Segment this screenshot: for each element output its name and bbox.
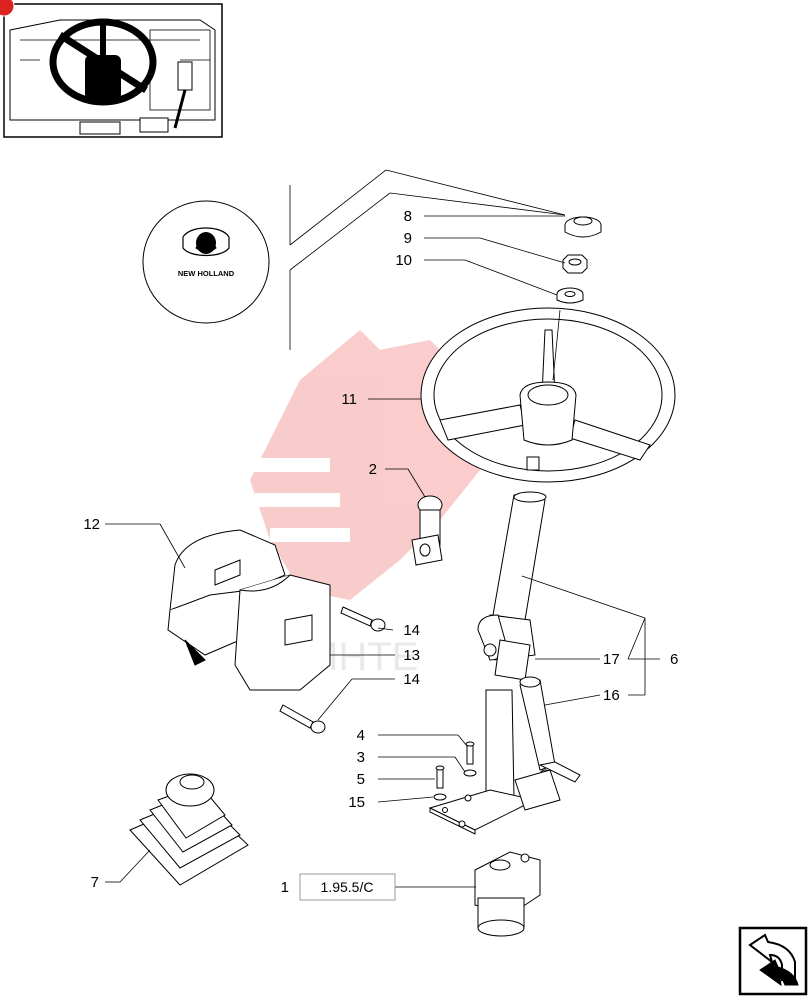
- new-holland-badge: NEW HOLLAND: [142, 200, 270, 324]
- callout-14-upper: 14: [403, 622, 420, 639]
- part-7-rubber-boot[interactable]: [129, 773, 249, 886]
- leader-lines: [105, 215, 660, 888]
- part-15-washer[interactable]: [433, 793, 447, 801]
- callout-7: 7: [91, 874, 99, 891]
- callouts: 8 9 10 11 2 12 14 13 14 4 3 5 15 7 1 17 …: [83, 208, 678, 896]
- callout-11: 11: [341, 391, 357, 408]
- part-4-screw[interactable]: [465, 741, 475, 765]
- callout-16: 16: [603, 687, 620, 704]
- callout-17: 17: [603, 651, 620, 668]
- part-3-washer[interactable]: [463, 769, 477, 777]
- part-13-lower-shroud[interactable]: [234, 574, 331, 691]
- callout-8: 8: [404, 208, 412, 225]
- callout-10: 10: [395, 252, 412, 269]
- callout-2: 2: [369, 461, 377, 478]
- part-9-nut[interactable]: [562, 254, 588, 274]
- reference-link-text[interactable]: 1.95.5/C: [321, 879, 374, 895]
- part-14-bolt-upper[interactable]: [340, 606, 386, 632]
- part-14-bolt-lower[interactable]: [279, 704, 326, 734]
- callout-15: 15: [348, 794, 365, 811]
- part-8-center-cap[interactable]: [564, 216, 602, 238]
- logo-text: NEW HOLLAND: [178, 269, 235, 278]
- callout-13: 13: [403, 647, 420, 664]
- separator-lines: [289, 169, 566, 350]
- return-arrow-icon[interactable]: [738, 926, 808, 996]
- part-10-washer[interactable]: [556, 287, 584, 304]
- callout-5: 5: [357, 771, 365, 788]
- callout-12: 12: [83, 516, 100, 533]
- part-5-screw[interactable]: [435, 765, 445, 789]
- callout-9: 9: [404, 230, 412, 247]
- callout-4: 4: [357, 727, 365, 744]
- callout-6: 6: [670, 651, 678, 668]
- part-1-steering-valve[interactable]: [474, 851, 541, 937]
- column-base-plate[interactable]: [428, 769, 561, 835]
- part-11-steering-wheel[interactable]: [420, 307, 676, 483]
- reference-link-box[interactable]: 1.95.5/C: [299, 873, 396, 901]
- tractor-cab-steering-wheel-thumbnail[interactable]: [0, 0, 223, 138]
- callout-1: 1: [281, 879, 289, 896]
- callout-3: 3: [357, 749, 365, 766]
- part-17-steering-column[interactable]: [477, 456, 547, 806]
- callout-14-lower: 14: [403, 671, 420, 688]
- part-2-lever-knob[interactable]: [411, 495, 443, 566]
- part-16-gas-spring[interactable]: [519, 676, 581, 783]
